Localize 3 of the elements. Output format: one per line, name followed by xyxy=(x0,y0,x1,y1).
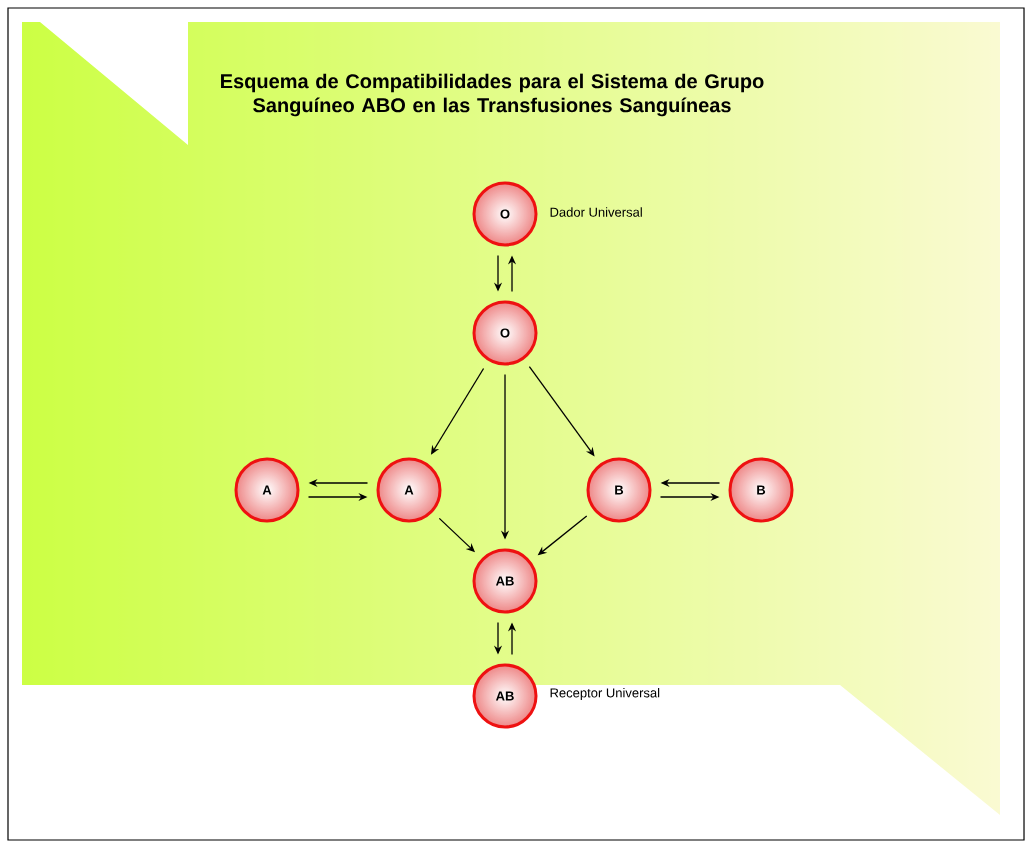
title: Esquema de Compatibilidades para el Sistema de Grupo Sanguíneo ABO en las Transfusiones Sanguíneas xyxy=(221,73,764,117)
side-label: Dador Universal xyxy=(550,207,642,217)
side-label: Receptor Universal xyxy=(550,687,660,701)
